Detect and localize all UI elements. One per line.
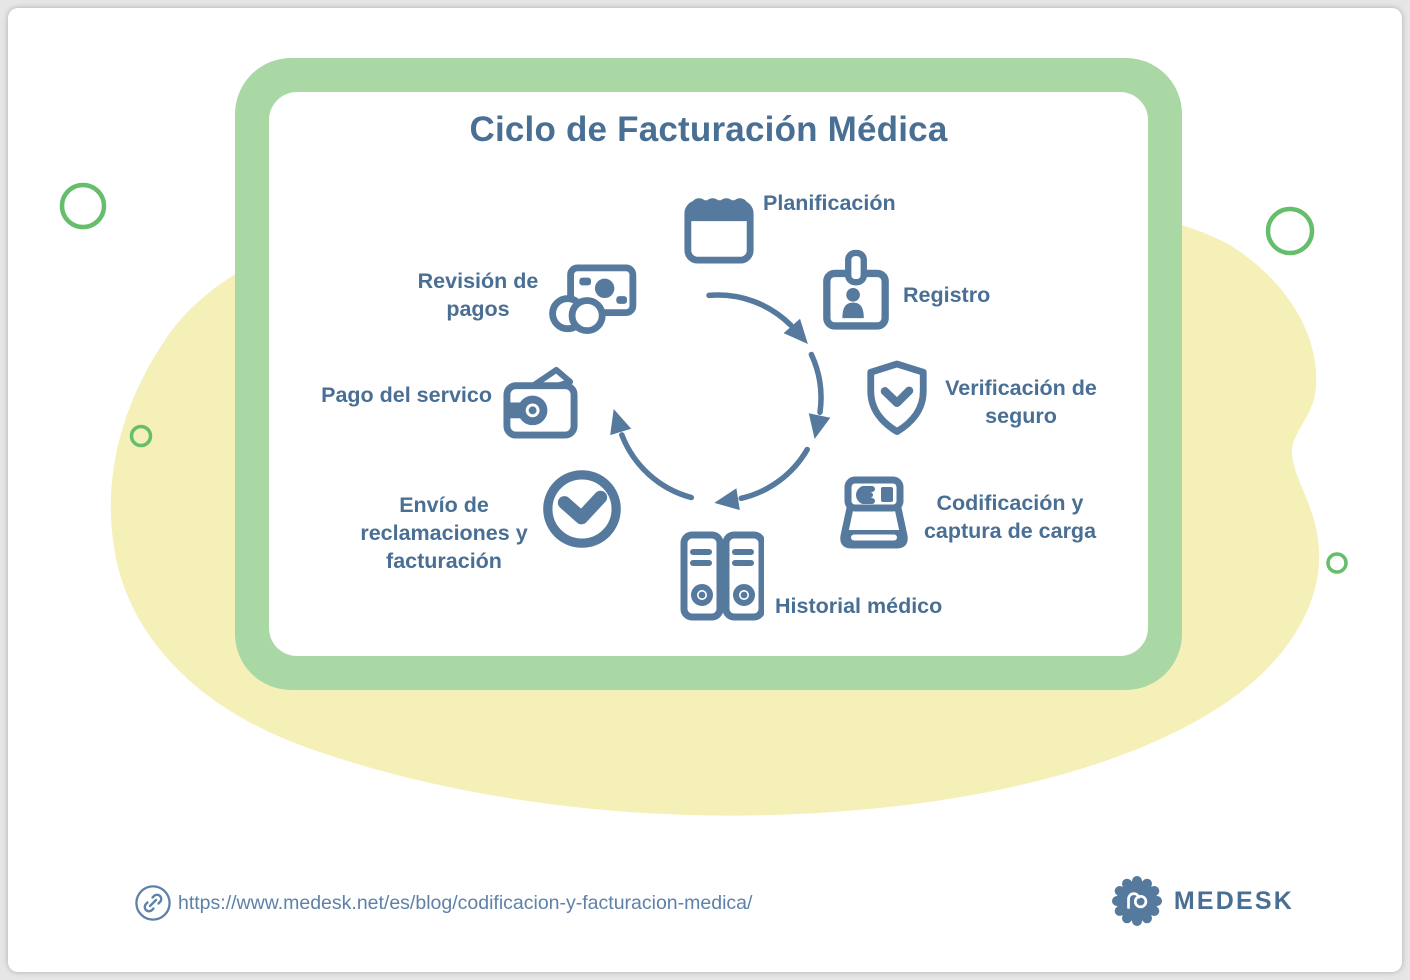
step-label-pago: Pago del servico — [321, 383, 492, 407]
binders-icon — [680, 531, 764, 621]
step-label-historial: Historial médico — [775, 594, 943, 618]
source-url[interactable]: https://www.medesk.net/es/blog/codificac… — [178, 892, 753, 914]
cash-register-icon — [840, 476, 908, 549]
step-label-envio: Envío de reclamaciones y facturación — [360, 493, 528, 573]
step-label-revision: Revisión de pagos — [417, 269, 539, 321]
cycle-arrows-icon — [610, 292, 831, 511]
page-title: Ciclo de Facturación Médica — [469, 110, 948, 149]
shield-check-icon — [867, 360, 927, 435]
footer: https://www.medesk.net/es/blog/codificac… — [8, 868, 1402, 948]
step-label-codificacion: Codificación y captura de carga — [923, 491, 1097, 543]
step-label-registro: Registro — [903, 283, 991, 307]
brand-logo: MEDESK — [1111, 876, 1294, 926]
id-badge-icon — [823, 249, 889, 330]
step-label-verificacion: Verificación de seguro — [945, 376, 1097, 428]
wallet-icon — [503, 366, 578, 439]
check-circle-icon — [543, 470, 621, 548]
calendar-icon — [684, 198, 754, 264]
step-label-planificacion: Planificación — [763, 191, 896, 215]
brand-name: MEDESK — [1173, 886, 1294, 915]
link-icon — [135, 885, 171, 921]
infographic-card: Ciclo de Facturación Médica — [8, 8, 1402, 972]
medesk-badge-icon — [1111, 876, 1162, 926]
money-coins-icon — [549, 264, 637, 335]
